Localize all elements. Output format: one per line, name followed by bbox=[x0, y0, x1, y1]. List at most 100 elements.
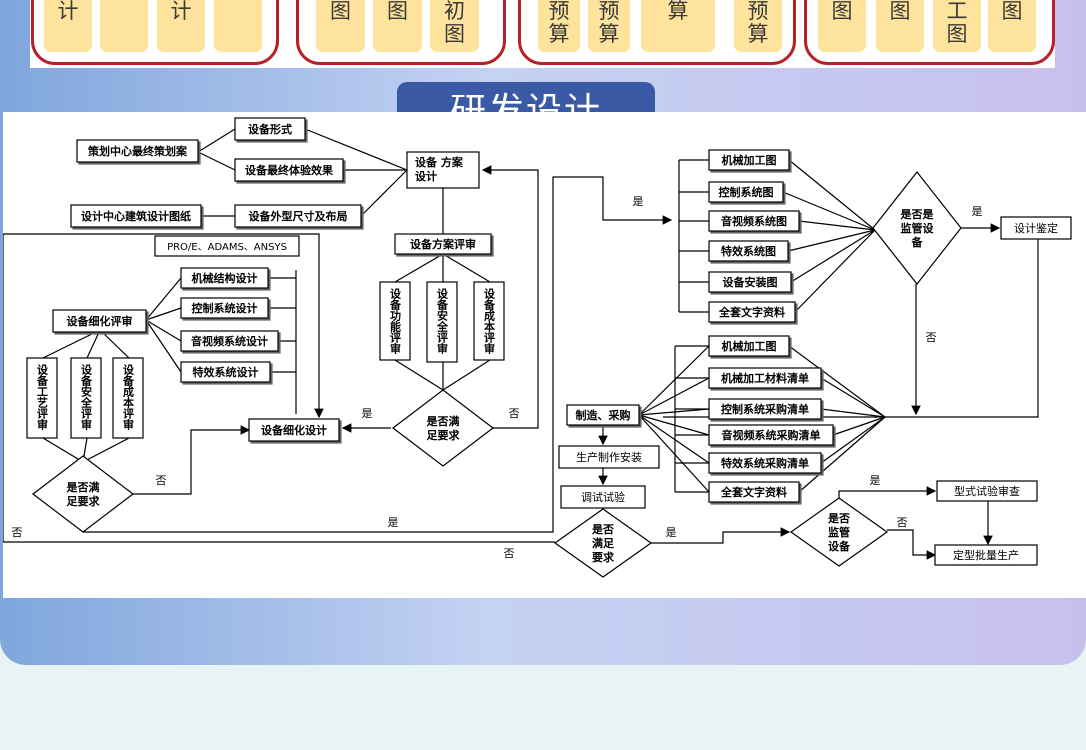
top-tile-text: 算 bbox=[598, 22, 620, 46]
plan-final-box bbox=[76, 139, 199, 163]
top-tile-text: 算 bbox=[548, 22, 570, 46]
top-tile-text: 计 bbox=[57, 0, 79, 23]
av-design-box bbox=[180, 330, 279, 352]
cost-review2-box-text: 设备成本评审 bbox=[122, 363, 136, 431]
safety-review2-box bbox=[70, 357, 102, 439]
yes-label: 是 bbox=[972, 205, 983, 218]
scheme-design-box-text: 设备 方案 bbox=[415, 155, 464, 169]
mass-production-box-text: 定型批量生产 bbox=[953, 548, 1019, 562]
top-tile-text: 图 bbox=[387, 0, 408, 23]
top-tile-text: 图 bbox=[330, 0, 351, 23]
scheme-design-box bbox=[406, 151, 480, 189]
no-label: 否 bbox=[509, 407, 520, 420]
equip-experience-box-text: 设备最终体验效果 bbox=[245, 163, 333, 177]
cost-review-box bbox=[473, 281, 505, 361]
proe-box-text: PRO/E、ADAMS、ANSYS bbox=[167, 242, 287, 253]
top-tile-text: 算 bbox=[747, 22, 769, 46]
mech-struct-box bbox=[180, 267, 269, 289]
supervised-diamond-text: 是否是 bbox=[900, 208, 935, 221]
supervised-diamond-text: 监管设 bbox=[901, 221, 935, 235]
plan-final-box-text: 策划中心最终策划案 bbox=[87, 144, 188, 158]
top-tile: 预算 bbox=[538, 0, 580, 52]
safety-review2-box-text: 设备安全评审 bbox=[80, 363, 94, 431]
top-tile: 图 bbox=[818, 0, 866, 52]
full-docs2-box-text: 全套文字资料 bbox=[720, 485, 787, 499]
type-test-box bbox=[936, 480, 1038, 502]
safety-review-box bbox=[426, 281, 458, 363]
flowchart-canvas: 策划中心最终策划案设备形式设备最终体验效果设计中心建筑设计图纸设备外型尺寸及布局… bbox=[2, 112, 1086, 598]
no-label: 否 bbox=[504, 547, 515, 560]
ctrl-design-box bbox=[180, 297, 269, 319]
flowchart: 策划中心最终策划案设备形式设备最终体验效果设计中心建筑设计图纸设备外型尺寸及布局… bbox=[2, 117, 1072, 578]
design-appraisal-box bbox=[1000, 216, 1072, 240]
top-tile-text: 图 bbox=[1001, 0, 1023, 23]
mech-drawing-box-text: 机械加工图 bbox=[722, 153, 777, 167]
mech-drawing2-box bbox=[708, 335, 790, 357]
meet-req-diamond-3-text: 是否 bbox=[591, 523, 614, 536]
av-design-box-text: 音视频系统设计 bbox=[191, 334, 268, 348]
yes-label: 是 bbox=[362, 407, 373, 420]
safety-review-box-text: 设备安全评审 bbox=[436, 287, 450, 355]
supervised-diamond bbox=[872, 171, 962, 285]
ctrl-purchase-box-text: 控制系统采购清单 bbox=[721, 402, 809, 416]
top-tile-text: 预 bbox=[548, 0, 570, 23]
meet-req-diamond-3-text: 要求 bbox=[592, 550, 615, 564]
detail-review-box-text: 设备细化评审 bbox=[67, 314, 133, 328]
top-tile bbox=[100, 0, 148, 52]
mech-struct-box-text: 机械结构设计 bbox=[192, 271, 258, 285]
top-tile: 图 bbox=[373, 0, 422, 52]
production-box-text: 生产制作安装 bbox=[576, 450, 642, 464]
scheme-design-box-text: 设计 bbox=[415, 169, 437, 183]
top-tile: 算 bbox=[641, 0, 715, 52]
func-review-box bbox=[379, 281, 411, 361]
top-tile-text: 图 bbox=[889, 0, 911, 23]
av-drawing-box-text: 音视频系统图 bbox=[721, 214, 787, 228]
detail-design-box-text: 设备细化设计 bbox=[261, 423, 327, 437]
process-review-box bbox=[26, 357, 58, 439]
no-label: 否 bbox=[897, 516, 908, 529]
fx-purchase-box-text: 特效系统采购清单 bbox=[721, 456, 809, 470]
top-tile-text: 图 bbox=[444, 22, 465, 46]
meet-req-diamond-1 bbox=[392, 389, 494, 467]
mass-production-box bbox=[934, 544, 1038, 566]
meet-req-diamond-1-text: 足要求 bbox=[427, 428, 461, 442]
install-drawing-box bbox=[708, 271, 792, 293]
top-tile: 初图 bbox=[430, 0, 479, 52]
supervised-diamond-2-text: 设备 bbox=[828, 539, 851, 553]
equip-form-box bbox=[234, 117, 306, 141]
av-purchase-box bbox=[708, 424, 834, 446]
supervised-diamond-2-text: 是否 bbox=[827, 512, 850, 525]
ctrl-drawing-box bbox=[708, 181, 784, 203]
top-tile: 工图 bbox=[933, 0, 981, 52]
ctrl-design-box-text: 控制系统设计 bbox=[192, 301, 258, 315]
yes-label: 是 bbox=[388, 516, 399, 529]
fx-design-box bbox=[180, 361, 271, 383]
meet-req-diamond-2-text: 是否满 bbox=[66, 480, 100, 494]
scheme-review-box-text: 设备方案评审 bbox=[410, 237, 476, 251]
top-tile: 预算 bbox=[588, 0, 630, 52]
install-drawing-box-text: 设备安装图 bbox=[723, 275, 778, 289]
top-tile: 计 bbox=[157, 0, 205, 52]
detail-design-box bbox=[248, 418, 340, 442]
manufacture-box bbox=[566, 404, 640, 426]
top-tile: 预算 bbox=[734, 0, 782, 52]
full-docs2-box bbox=[708, 481, 800, 503]
mech-materials-box bbox=[708, 367, 822, 389]
top-tile-text: 预 bbox=[598, 0, 620, 23]
equip-size-box bbox=[234, 204, 362, 228]
design-appraisal-box-text: 设计鉴定 bbox=[1014, 221, 1058, 235]
av-drawing-box bbox=[708, 210, 800, 232]
yes-label: 是 bbox=[666, 526, 677, 539]
top-tile bbox=[214, 0, 262, 52]
no-label: 否 bbox=[926, 331, 937, 344]
top-tile-text: 图 bbox=[946, 22, 968, 46]
cost-review2-box bbox=[112, 357, 144, 439]
production-box bbox=[558, 445, 660, 469]
mech-materials-box-text: 机械加工材料清单 bbox=[721, 371, 809, 385]
ctrl-purchase-box bbox=[708, 398, 822, 420]
scheme-review-box bbox=[394, 233, 492, 255]
top-strip: 计计图图初图预算预算算预算图图工图图 bbox=[30, 0, 1055, 68]
top-tile: 图 bbox=[876, 0, 924, 52]
top-tile: 计 bbox=[44, 0, 92, 52]
no-label: 否 bbox=[156, 474, 167, 487]
